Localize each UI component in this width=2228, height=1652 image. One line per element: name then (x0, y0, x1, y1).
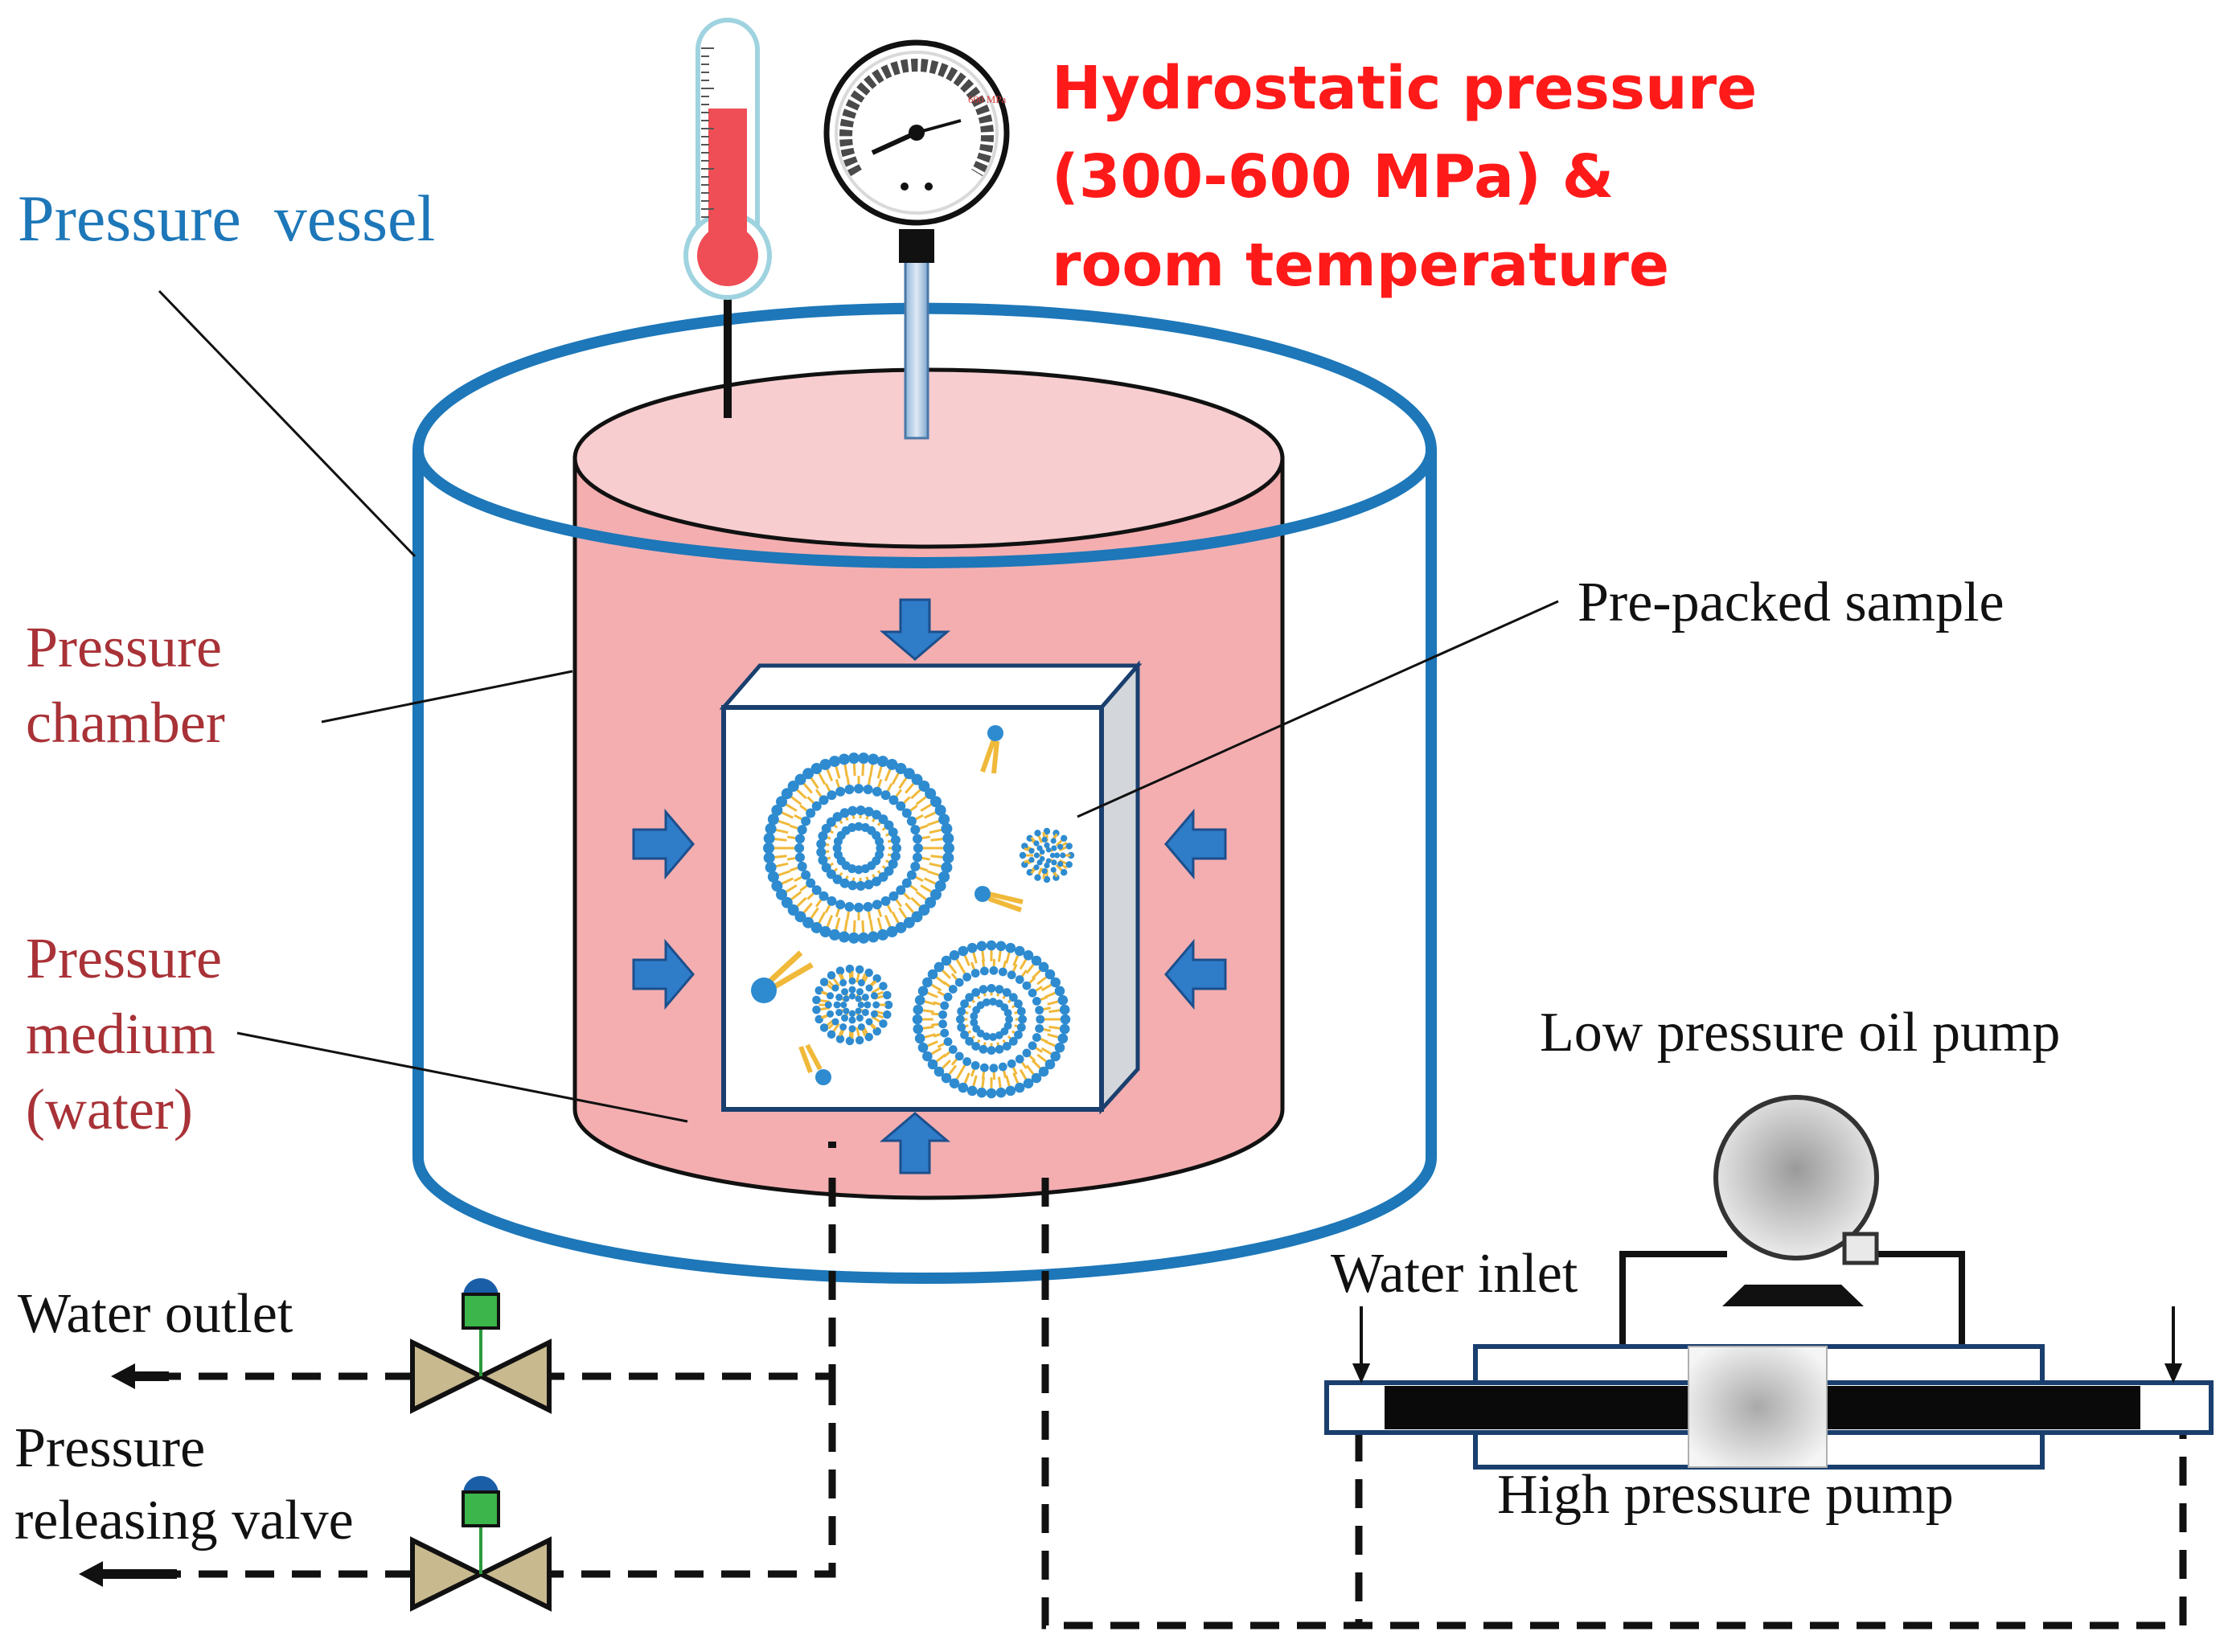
vessel-rim-front (412, 449, 1437, 568)
high-pressure-pump-label: High pressure pump (1497, 1464, 1954, 1526)
hydrostatic-pressure-label: Hydrostatic pressure (300-600 MPa) & roo… (1052, 44, 1757, 309)
pressure-releasing-valve-icon[interactable] (410, 1476, 552, 1612)
pressure-arrow-icon (1164, 808, 1227, 880)
vessel-bottom (412, 1157, 1437, 1284)
outlet-pipe-mark (828, 1142, 836, 1148)
gauge-dial-text: 600 MPa (968, 93, 1007, 105)
pressure-arrows (632, 598, 1227, 1174)
liposome-icon (812, 964, 893, 1046)
pressure-arrow-icon (632, 808, 695, 880)
pressure-medium-line-2: medium (26, 1002, 215, 1066)
water-inlet-label: Water inlet (1331, 1243, 1578, 1305)
release-arrow-shaft (96, 1569, 177, 1579)
free-lipid (980, 725, 1003, 774)
low-pressure-oil-pump-icon (1619, 1095, 1965, 1347)
dashed-piping (121, 1178, 2187, 1629)
pressure-chamber-line-1: Pressure (26, 615, 222, 679)
leader-pressure-vessel (158, 289, 416, 558)
hydrostatic-line-2: (300-600 MPa) & (1052, 142, 1615, 211)
free-lipid (974, 886, 1024, 912)
low-pressure-oil-pump-label: Low pressure oil pump (1540, 1002, 2061, 1064)
pressure-gauge-icon: 600 MPa (823, 39, 1010, 440)
leader-pressure-medium (236, 1031, 688, 1123)
water-outlet-arrowhead (111, 1363, 135, 1389)
pre-packed-sample-label: Pre-packed sample (1578, 572, 2004, 633)
pressure-releasing-line-2: releasing valve (14, 1490, 354, 1552)
pressure-medium-line-1: Pressure (26, 926, 222, 990)
hydrostatic-line-3: room temperature (1052, 231, 1670, 300)
liposome-group (763, 752, 1075, 1099)
pressure-medium-line-3: (water) (26, 1077, 193, 1142)
free-lipid (798, 1043, 831, 1085)
leader-pre-packed-sample (1077, 600, 1559, 818)
sample-box-front (721, 705, 1104, 1112)
pressure-vessel-label: Pressure vessel (18, 182, 436, 255)
pressure-chamber-line-2: chamber (26, 691, 225, 755)
pressure-medium-label: Pressure medium (water) (26, 920, 222, 1147)
water-outlet-arrow-shaft (129, 1371, 169, 1381)
free-lipid (751, 950, 814, 1003)
liposome-icon (1019, 827, 1075, 883)
pressure-releasing-line-1: Pressure (14, 1417, 206, 1479)
pressure-arrow-icon (1164, 938, 1227, 1010)
water-outlet-valve-icon[interactable] (410, 1278, 552, 1414)
pressure-chamber-label: Pressure chamber (26, 609, 225, 760)
liposome-icon (763, 752, 954, 944)
liposome-icon (912, 940, 1071, 1099)
leader-pressure-chamber (321, 670, 573, 724)
water-inlet-arrows (1352, 1306, 2183, 1383)
release-arrowhead (79, 1561, 103, 1587)
water-outlet-label: Water outlet (18, 1283, 293, 1345)
sample-box-side (1099, 660, 1140, 1115)
thermometer-icon (683, 18, 772, 418)
pressure-arrow-icon (879, 1112, 951, 1174)
hydrostatic-line-1: Hydrostatic pressure (1052, 54, 1758, 123)
pressure-arrow-icon (632, 938, 695, 1010)
pressure-arrow-icon (879, 598, 951, 661)
sample-box-top (719, 663, 1143, 710)
pressure-releasing-valve-label: Pressure releasing valve (14, 1412, 354, 1557)
high-pressure-pump-icon (1324, 1344, 2214, 1470)
